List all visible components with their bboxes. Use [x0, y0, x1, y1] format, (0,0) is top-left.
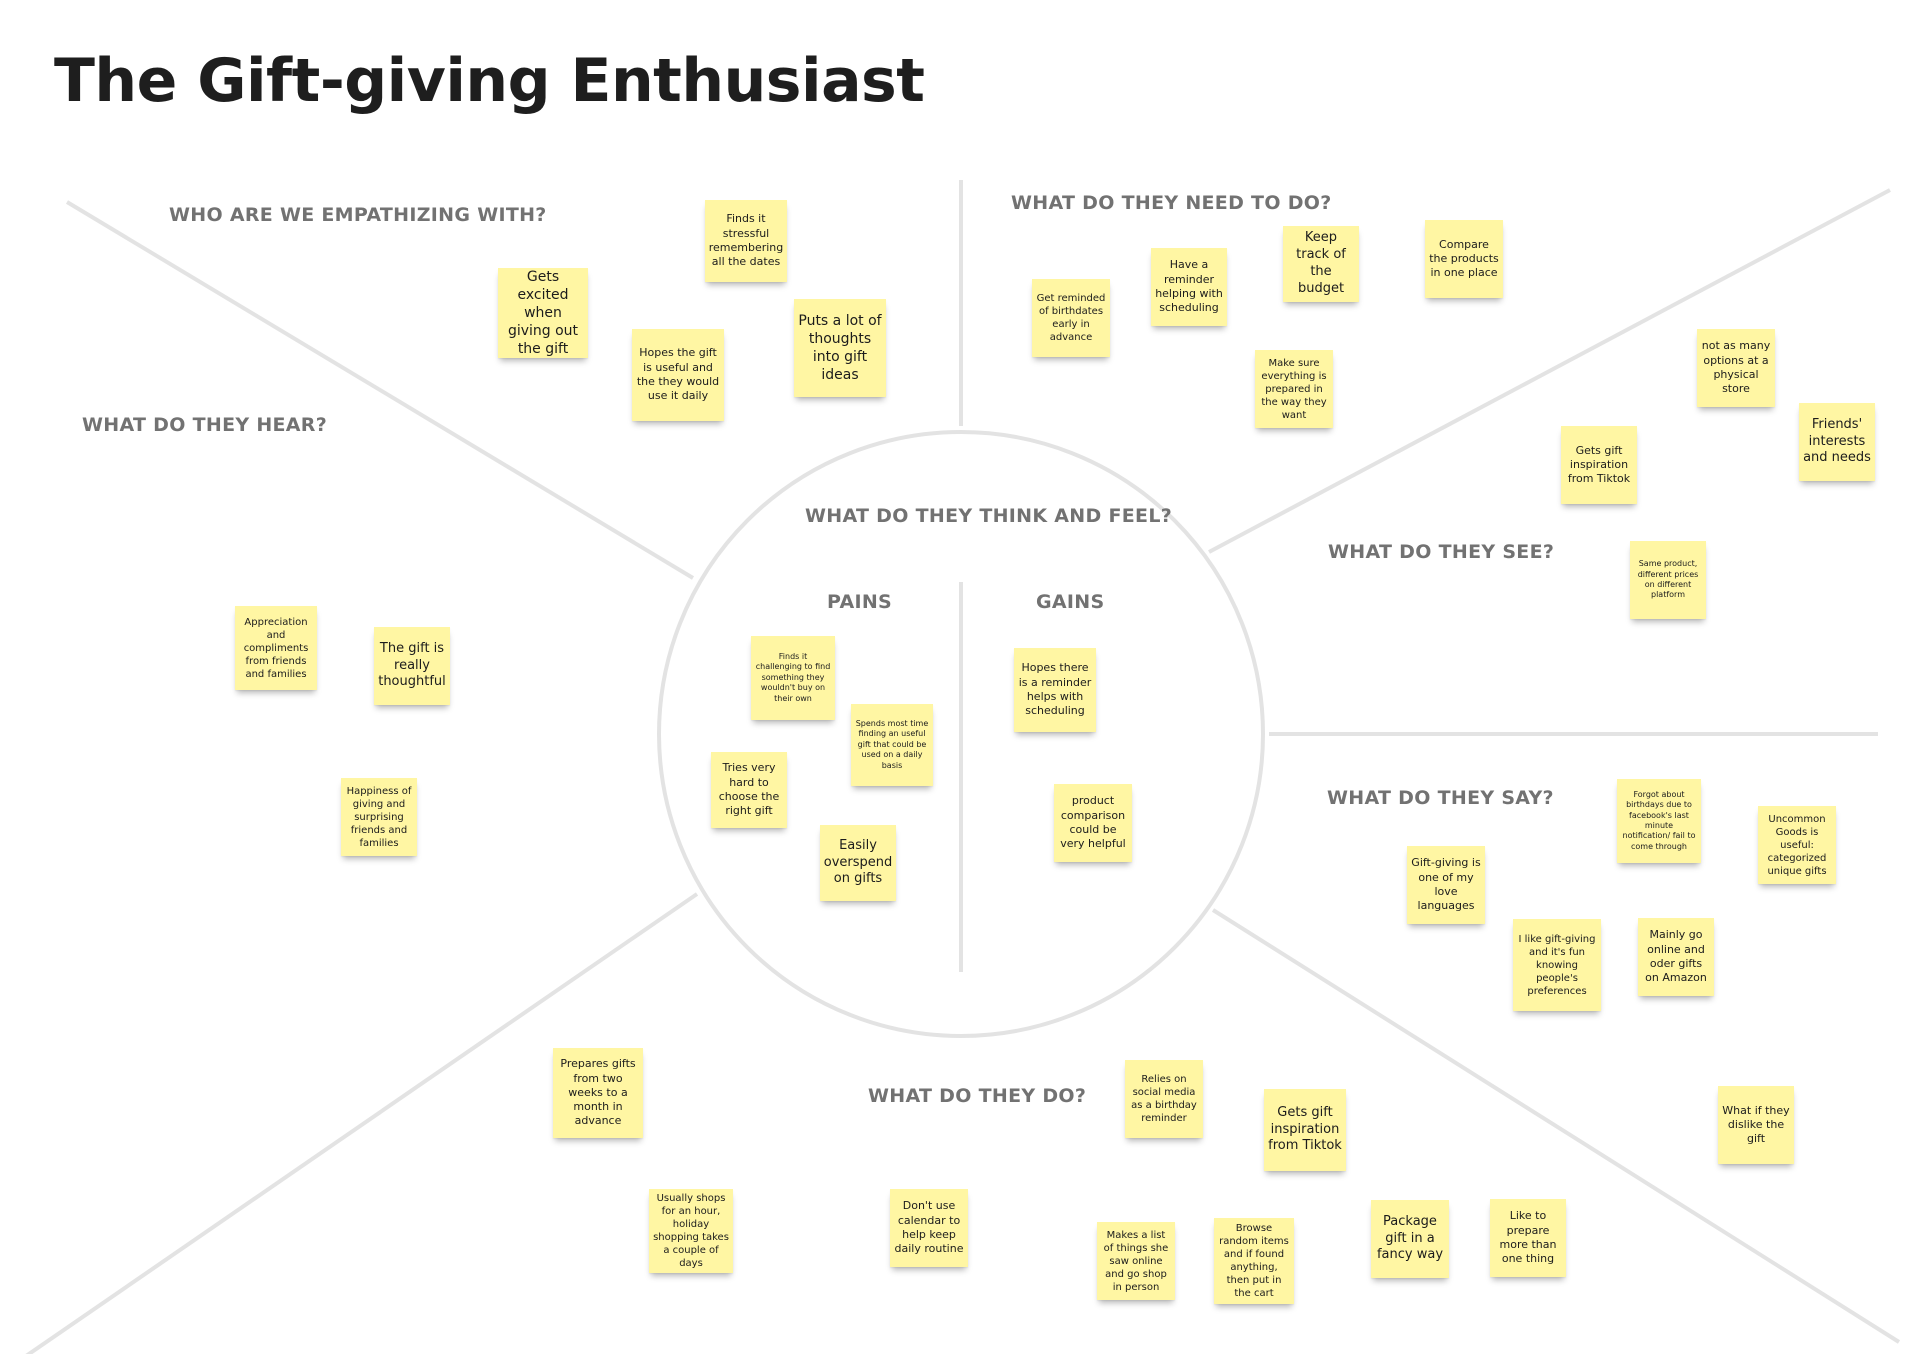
sticky-note[interactable]: Gets gift inspiration from Tiktok [1264, 1089, 1346, 1171]
sticky-note[interactable]: Same product, different prices on differ… [1630, 541, 1706, 619]
sticky-note[interactable]: Hopes the gift is useful and the they wo… [632, 329, 724, 421]
section-label-do: WHAT DO THEY DO? [868, 1085, 1087, 1107]
sticky-note[interactable]: Tries very hard to choose the right gift [711, 752, 787, 828]
divider-bottom-right [1211, 908, 1901, 1344]
sticky-note[interactable]: Gets gift inspiration from Tiktok [1561, 426, 1637, 504]
sticky-note[interactable]: Compare the products in one place [1425, 220, 1503, 298]
sticky-note[interactable]: Make sure everything is prepared in the … [1255, 350, 1333, 428]
center-circle [657, 430, 1265, 1038]
sticky-note[interactable]: Forgot about birthdays due to facebook's… [1617, 779, 1701, 863]
sticky-note[interactable]: Puts a lot of thoughts into gift ideas [794, 299, 886, 397]
sticky-note[interactable]: Gift-giving is one of my love languages [1407, 846, 1485, 924]
sticky-note[interactable]: Relies on social media as a birthday rem… [1125, 1060, 1203, 1138]
section-label-need: WHAT DO THEY NEED TO DO? [1011, 192, 1332, 214]
sticky-note[interactable]: Happiness of giving and surprising frien… [341, 778, 417, 856]
sticky-note[interactable]: The gift is really thoughtful [374, 627, 450, 705]
sticky-note[interactable]: What if they dislike the gift [1718, 1086, 1794, 1164]
section-label-say: WHAT DO THEY SAY? [1327, 787, 1554, 809]
sticky-note[interactable]: Don't use calendar to help keep daily ro… [890, 1189, 968, 1267]
section-label-who: WHO ARE WE EMPATHIZING WITH? [169, 204, 547, 226]
sticky-note[interactable]: I like gift-giving and it's fun knowing … [1513, 919, 1601, 1011]
section-label-think: WHAT DO THEY THINK AND FEEL? [805, 505, 1173, 527]
sticky-note[interactable]: Keep track of the budget [1283, 226, 1359, 302]
sticky-note[interactable]: Mainly go online and oder gifts on Amazo… [1638, 918, 1714, 996]
page-title: The Gift-giving Enthusiast [54, 46, 925, 116]
section-label-hear: WHAT DO THEY HEAR? [82, 414, 328, 436]
sticky-note[interactable]: Appreciation and compliments from friend… [235, 606, 317, 690]
sticky-note[interactable]: Finds it challenging to find something t… [751, 636, 835, 720]
sticky-note[interactable]: Get reminded of birthdates early in adva… [1032, 279, 1110, 357]
sticky-note[interactable]: Spends most time finding an useful gift … [851, 704, 933, 786]
sticky-note[interactable]: not as many options at a physical store [1697, 329, 1775, 407]
sticky-note[interactable]: Easily overspend on gifts [820, 825, 896, 901]
sticky-note[interactable]: Like to prepare more than one thing [1490, 1199, 1566, 1277]
sticky-note[interactable]: Prepares gifts from two weeks to a month… [553, 1048, 643, 1138]
sticky-note[interactable]: Package gift in a fancy way [1371, 1200, 1449, 1278]
sticky-note[interactable]: Usually shops for an hour, holiday shopp… [649, 1189, 733, 1273]
sticky-note[interactable]: Friends' interests and needs [1799, 403, 1875, 481]
divider-bottom-left [25, 892, 699, 1354]
sticky-note[interactable]: product comparison could be very helpful [1054, 784, 1132, 862]
divider-top-right [1208, 188, 1891, 554]
sticky-note[interactable]: Uncommon Goods is useful: categorized un… [1758, 806, 1836, 884]
divider-top-left [65, 200, 695, 580]
sticky-note[interactable]: Finds it stressful remembering all the d… [705, 200, 787, 282]
sticky-note[interactable]: Have a reminder helping with scheduling [1151, 248, 1227, 326]
section-label-pains: PAINS [827, 591, 893, 613]
sticky-note[interactable]: Makes a list of things she saw online an… [1097, 1222, 1175, 1300]
section-label-gains: GAINS [1036, 591, 1105, 613]
sticky-note[interactable]: Gets excited when giving out the gift [498, 268, 588, 358]
sticky-note[interactable]: Browse random items and if found anythin… [1214, 1218, 1294, 1304]
section-label-see: WHAT DO THEY SEE? [1328, 541, 1555, 563]
sticky-note[interactable]: Hopes there is a reminder helps with sch… [1014, 648, 1096, 732]
